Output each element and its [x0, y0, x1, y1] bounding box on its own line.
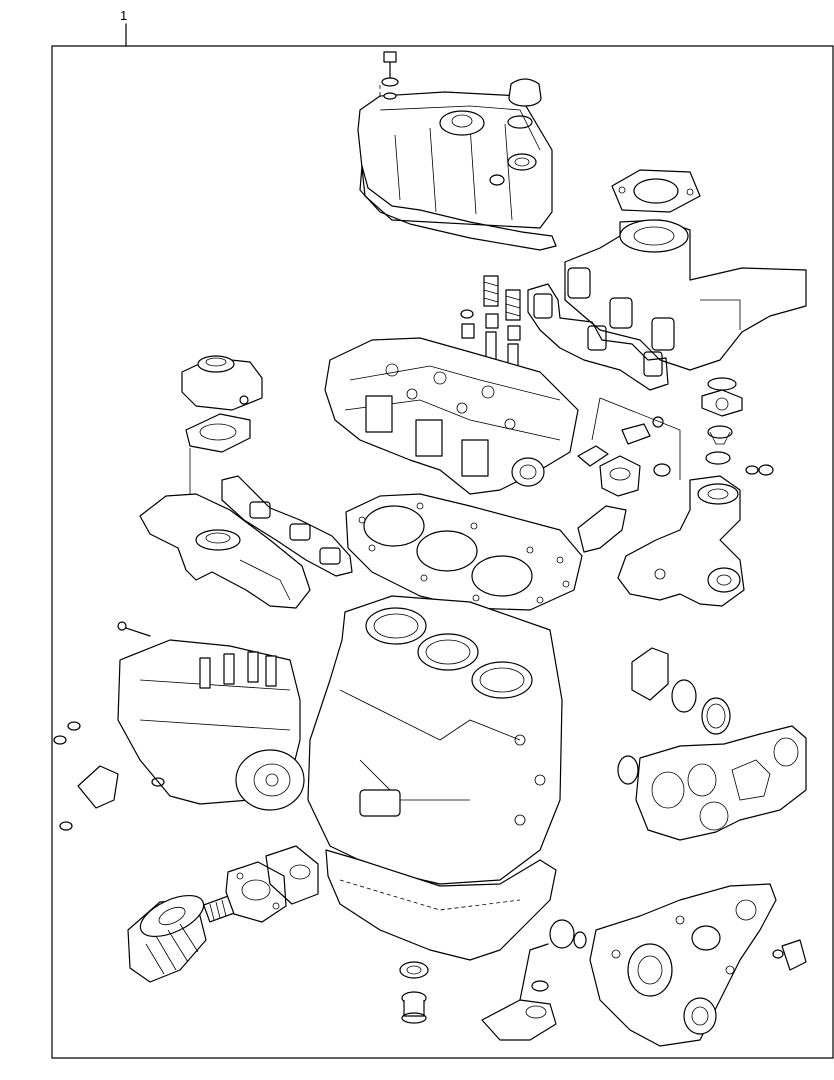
breather-bolt: [381, 51, 399, 100]
oil-pan: [325, 849, 557, 961]
cylinder-head-gasket: [345, 493, 583, 611]
oil-filler-plug: [549, 919, 587, 949]
diagram-frame: [51, 45, 834, 1059]
oil-seal: [399, 961, 429, 979]
oil-filter: [127, 894, 207, 983]
o-rings: [617, 679, 731, 785]
timing-case-gasket-small: [631, 647, 669, 701]
water-pump: [617, 475, 745, 607]
cylinder-block: [307, 595, 563, 885]
valve-cover-gasket: [359, 165, 557, 251]
oil-filter-bracket: [225, 861, 287, 923]
intake-manifold: [139, 493, 311, 609]
injection-pump-gasket: [77, 765, 119, 809]
o-ring: [705, 451, 731, 465]
relief-spring: [203, 895, 235, 923]
o-ring: [653, 463, 671, 477]
oil-filler-cap: [507, 78, 542, 129]
gear-case: [589, 883, 777, 1047]
thermostat-gasket: [185, 413, 251, 453]
valve-springs: [460, 275, 521, 431]
gear-case-cover-gasket: [772, 939, 807, 971]
copper-washers: [53, 721, 165, 831]
oil-filter-bracket-gasket: [265, 845, 319, 905]
fuel-injection-pump: [117, 621, 305, 811]
gear-case-gasket: [635, 725, 807, 841]
oil-drain-plug: [401, 991, 427, 1024]
water-pump-gasket: [577, 505, 627, 553]
reference-number-label: 1: [120, 8, 127, 23]
water-outlet: [701, 377, 743, 417]
exhaust-manifold: [564, 219, 807, 371]
thermostat: [707, 425, 733, 445]
leader-line: [591, 397, 681, 480]
valve-cover: [357, 82, 553, 229]
drain-plug: [745, 464, 774, 476]
thermostat-housing-right: [577, 445, 641, 497]
thermostat-cover: [181, 355, 263, 411]
water-temp-sender: [621, 416, 664, 445]
exhaust-manifold-gasket: [527, 283, 669, 391]
oil-strainer: [481, 943, 557, 1041]
cylinder-head: [324, 337, 579, 495]
exhaust-flange-gasket: [611, 169, 701, 213]
